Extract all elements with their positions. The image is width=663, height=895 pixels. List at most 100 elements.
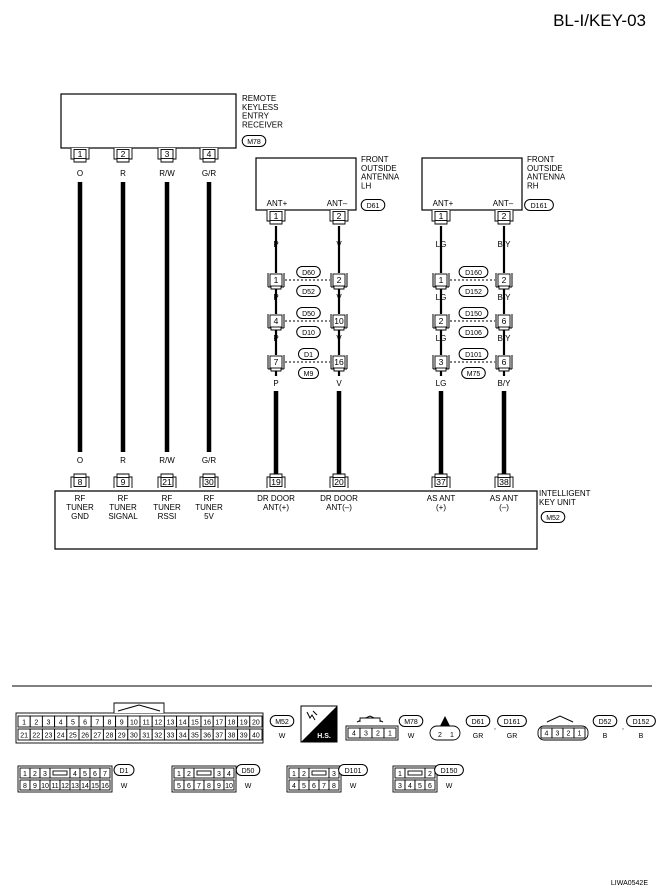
d50-r2-pin-9: 9 <box>217 783 221 790</box>
m52-row1-pin-11: 11 <box>142 720 149 727</box>
wire-7-joint-1-lip <box>433 286 449 290</box>
wire-3-color-top: R/W <box>159 169 175 178</box>
key-unit-box <box>54 490 538 550</box>
rh_joint_connectors-lower-1: D152 <box>465 289 482 296</box>
receiver-label: REMOTE <box>242 94 276 103</box>
m78-view-color: W <box>408 733 415 740</box>
m52-lock <box>113 702 165 713</box>
m52-view-color: W <box>279 733 286 740</box>
wire-8-bottom-pin-box <box>497 477 511 487</box>
d1-r2-pin-12: 12 <box>61 783 69 790</box>
wire-5-joint-3: 7 <box>274 357 279 367</box>
wire-8-top-pin: 2 <box>502 211 507 221</box>
d150-r1-pin-2: 2 <box>428 771 432 778</box>
d152-view-id: D152 <box>633 719 650 726</box>
wire-5-function: ANT(+) <box>263 503 289 512</box>
d150-r2-pin-3: 3 <box>398 783 402 790</box>
wire-2-color-top: R <box>120 169 126 178</box>
wire-6-joint-3-side <box>330 355 348 369</box>
wire-8-top-pin-box <box>497 211 511 221</box>
wire-6-top-pin: 2 <box>337 211 342 221</box>
antenna_lh-label: OUTSIDE <box>361 164 397 173</box>
d61-view-id: D61 <box>472 719 485 726</box>
d150-slot <box>407 770 423 776</box>
d52-view-color: B <box>603 733 608 740</box>
wire-6-joint-1-box <box>332 273 346 287</box>
d1-r1-pin-6: 6 <box>93 771 97 778</box>
lh_joint_connectors-upper-1: D60 <box>302 270 315 277</box>
m52-row2-pin-38: 38 <box>228 733 236 740</box>
m52-row1-pin-9: 9 <box>120 720 124 727</box>
wire-2-top-pin: 2 <box>121 149 126 159</box>
wire-6-joint-3-lip <box>331 368 347 372</box>
d52-cell-3 <box>573 727 586 739</box>
m52-row2-pin-24: 24 <box>57 733 65 740</box>
wire-8-joint-1-side <box>495 273 513 287</box>
d52-lock-mark <box>546 715 574 723</box>
rh_joint_connectors-upper-3-outline <box>458 348 489 360</box>
d1-r2-pin-16: 16 <box>101 783 109 790</box>
antenna_rh-label: RH <box>527 181 539 190</box>
d1-r1-pin-3: 3 <box>43 771 47 778</box>
wire-5-function: DR DOOR <box>257 494 295 503</box>
d52-sep: , <box>622 724 624 731</box>
receiver-label: ENTRY <box>242 112 270 121</box>
wire-7-joint-2-side <box>432 314 450 328</box>
m52-row2-pin-30: 30 <box>130 733 138 740</box>
wire-1-bottom-pin: 8 <box>78 477 83 487</box>
m52-row1-pin-13: 13 <box>167 720 175 727</box>
m52-row1-pin-7: 7 <box>95 720 99 727</box>
m52-row2-pin-22: 22 <box>32 733 40 740</box>
antenna_lh-box <box>255 157 357 211</box>
d150-r2-pin-4: 4 <box>408 783 412 790</box>
m78-pin-4: 4 <box>352 731 356 738</box>
wire-3-top-pin-box <box>160 149 174 159</box>
wire-3-bottom-pin-box <box>160 477 174 487</box>
antenna_rh-pin-minus: ANT– <box>493 199 514 208</box>
wire-6-bottom-pin: 20 <box>334 477 344 487</box>
wire-6-color-4: V <box>336 379 342 388</box>
d101-r2-pin-5: 5 <box>302 783 306 790</box>
d50-r1-pin-2: 2 <box>187 771 191 778</box>
wire-6-joint-1-side <box>330 273 348 287</box>
rh_joint_connectors-lower-3-outline <box>461 367 486 379</box>
wire-8-joint-2: 6 <box>502 316 507 326</box>
key-unit-connector-outline <box>540 511 566 523</box>
wire-2-bottom-pin-box <box>116 477 130 487</box>
wire-5-joint-3-lip <box>268 368 284 372</box>
d101-slot <box>311 770 327 776</box>
antenna_rh-pin-plus: ANT+ <box>433 199 454 208</box>
wire-6-function: ANT(–) <box>326 503 352 512</box>
d50-slot <box>196 770 212 776</box>
wire-5-joint-2-side <box>267 314 285 328</box>
m52-row1-pin-16: 16 <box>203 720 211 727</box>
wire-8-joint-2-box <box>497 314 511 328</box>
d50-r2-pin-6: 6 <box>187 783 191 790</box>
wire-7-joint-1-side <box>432 273 450 287</box>
d52-pin-3: 3 <box>556 731 560 738</box>
receiver-connector: M78 <box>247 139 261 146</box>
wire-7-color-4: LG <box>436 379 447 388</box>
wire-8-joint-3-lip <box>496 368 512 372</box>
wire-8-color-4: B/Y <box>498 379 512 388</box>
d61-pin-2: 2 <box>438 732 442 739</box>
wire-2-top-pin-box <box>116 149 130 159</box>
d50-view-id-outline <box>235 764 261 776</box>
d1-slot <box>52 770 68 776</box>
antenna_lh-label: FRONT <box>361 155 389 164</box>
d50-r1-pin-1: 1 <box>177 771 181 778</box>
rh_joint_connectors-upper-1: D160 <box>465 270 482 277</box>
m52-row1-pin-6: 6 <box>83 720 87 727</box>
d1-r1-pin-1: 1 <box>23 771 27 778</box>
d50-r2-pin-8: 8 <box>207 783 211 790</box>
wire-5-bottom-pin: 19 <box>271 477 281 487</box>
wire-7-function: (+) <box>436 503 446 512</box>
m52-row1-pin-15: 15 <box>191 720 199 727</box>
wire-7-function: AS ANT <box>427 494 456 503</box>
wire-6-joint-1-lip <box>331 286 347 290</box>
wire-4-top-pin-box <box>202 149 216 159</box>
wire-3-function: RF <box>162 494 173 503</box>
wire-6-joint-2: 10 <box>334 316 344 326</box>
wire-4-color-bottom: G/R <box>202 456 216 465</box>
rh_joint_connectors-lower-2-outline <box>458 326 489 338</box>
